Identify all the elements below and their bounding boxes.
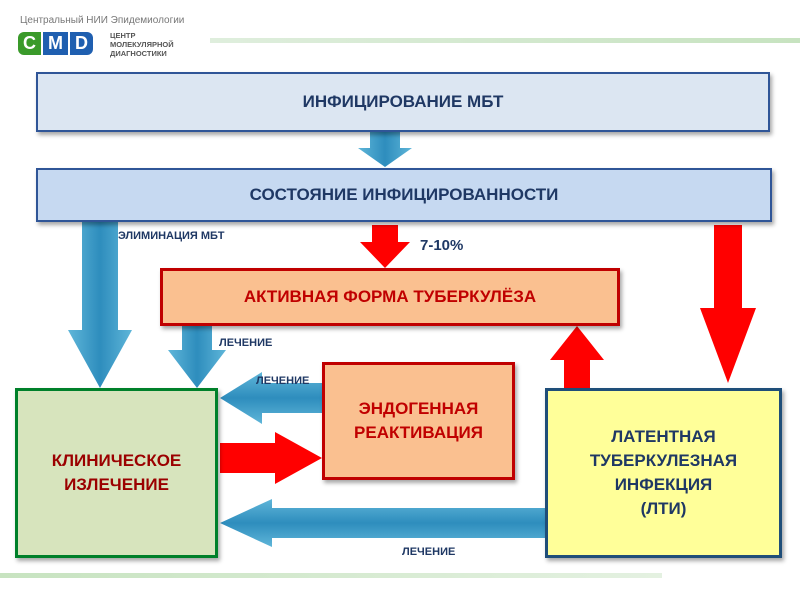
box-line: ЭНДОГЕННАЯ (358, 399, 479, 418)
arrow-state-to-latent (700, 225, 756, 383)
arrow-latent-to-active (550, 326, 604, 388)
subtitle-line: ДИАГНОСТИКИ (110, 49, 167, 58)
treatment-label: ЛЕЧЕНИЕ (219, 337, 273, 349)
latent-infection-box: ЛАТЕНТНАЯ ТУБЕРКУЛЕЗНАЯ ИНФЕКЦИЯ (ЛТИ) (545, 388, 782, 558)
elimination-label: ЭЛИМИНАЦИЯ МБТ (118, 230, 225, 242)
clinical-cure-box: КЛИНИЧЕСКОЕ ИЗЛЕЧЕНИЕ (15, 388, 218, 558)
active-tb-box: АКТИВНАЯ ФОРМА ТУБЕРКУЛЁЗА (160, 268, 620, 326)
arrow-state-to-active (360, 225, 410, 268)
box-line: ЛАТЕНТНАЯ (611, 427, 716, 446)
subtitle-line: МОЛЕКУЛЯРНОЙ (110, 40, 174, 49)
treatment-label: ЛЕЧЕНИЕ (256, 375, 310, 387)
box-line: РЕАКТИВАЦИЯ (354, 423, 483, 442)
box-line: ИНФЕКЦИЯ (614, 475, 713, 494)
box-line: (ЛТИ) (640, 499, 687, 518)
infection-box: ИНФИЦИРОВАНИЕ МБТ (36, 72, 770, 132)
arrow-elimination (68, 222, 132, 388)
treatment-label: ЛЕЧЕНИЕ (402, 546, 456, 558)
arrow-infection-to-state (358, 132, 412, 167)
box-line: ИЗЛЕЧЕНИЕ (64, 475, 169, 494)
box-line: КЛИНИЧЕСКОЕ (51, 451, 182, 470)
endogenous-box: ЭНДОГЕННАЯ РЕАКТИВАЦИЯ (322, 362, 515, 480)
institute-name: Центральный НИИ Эпидемиологии (20, 15, 185, 26)
brand-subtitle: ЦЕНТР МОЛЕКУЛЯРНОЙ ДИАГНОСТИКИ (110, 31, 174, 58)
top-divider (210, 38, 800, 43)
arrow-endogenous-treatment (220, 372, 322, 424)
arrow-active-treatment (168, 326, 226, 388)
box-line: ТУБЕРКУЛЕЗНАЯ (589, 451, 738, 470)
subtitle-line: ЦЕНТР (110, 31, 136, 40)
percent-label: 7-10% (420, 237, 464, 254)
arrow-latent-treatment (220, 499, 545, 547)
bottom-divider (0, 573, 662, 578)
state-box: СОСТОЯНИЕ ИНФИЦИРОВАННОСТИ (36, 168, 772, 222)
brand-logo: C M D (18, 32, 93, 55)
arrow-clinical-to-endogenous (220, 432, 322, 484)
